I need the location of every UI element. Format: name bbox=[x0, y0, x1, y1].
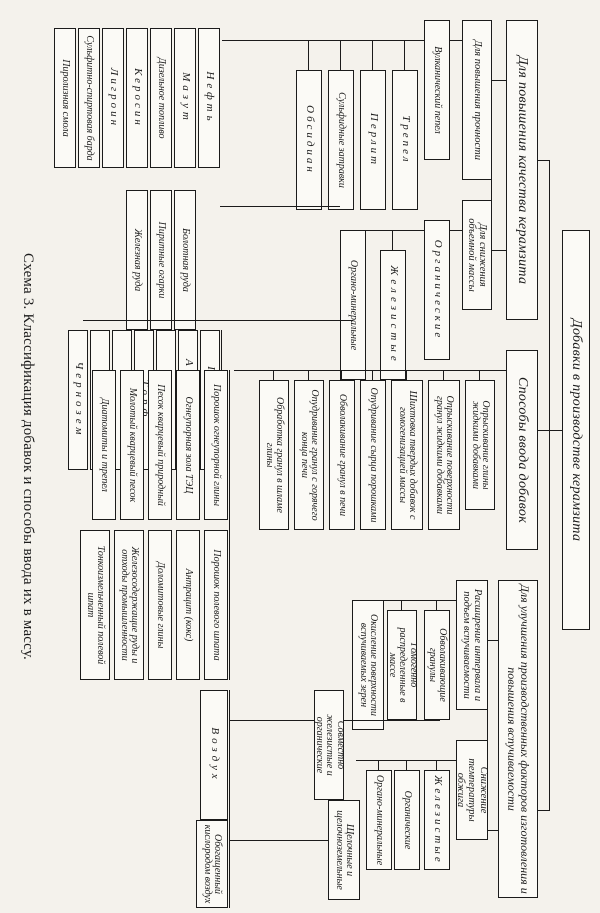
strength-sub: Сульфитно-спиртовая барда bbox=[78, 28, 100, 168]
group-quality: Для повышения качества керамзита bbox=[506, 20, 538, 320]
method-item: Опудривание гранул с горячего конца печи bbox=[294, 380, 324, 530]
strength-item: Перлит bbox=[360, 70, 386, 210]
volume-organic: Органические bbox=[424, 220, 450, 360]
interval-item: Обволакивающие гранулы bbox=[424, 610, 450, 720]
interval-sub: Антрацит (кокс) bbox=[176, 530, 200, 680]
ferrous-sub: Пиритные огарки bbox=[150, 190, 172, 330]
strength-sub: Керосин bbox=[126, 28, 148, 168]
strength-sub: Лигроин bbox=[102, 28, 124, 168]
root-box: Добавки в производстве керамзита bbox=[562, 230, 590, 630]
method-item: Опрыскивание глины жидкими добавками bbox=[465, 380, 495, 510]
interval-sub: Диатомиты и трепел bbox=[92, 370, 116, 520]
interval-sub: Огнеупорная зола ТЭЦ bbox=[176, 370, 200, 520]
temp-item: Органические bbox=[394, 770, 420, 870]
quality-strength: Для повышения прочности bbox=[462, 20, 492, 180]
strength-item: Трепел bbox=[392, 70, 418, 210]
interval-sub: Порошок огнеупорной глины bbox=[204, 370, 228, 520]
production-temp: Снижение температуры обжига bbox=[456, 740, 488, 840]
production-interval: Расширение интервала и подъем вспучиваем… bbox=[456, 580, 488, 710]
interval-item: Гомогенно распределенные в массе bbox=[387, 610, 417, 720]
method-item: Обволакивание гранул в печи bbox=[329, 380, 355, 530]
strength-item: Сульфидные затравки bbox=[328, 70, 354, 210]
group-methods: Способы ввода добавок bbox=[506, 350, 538, 550]
interval-sub: Железосодержащие руды и отходы промышлен… bbox=[114, 530, 144, 680]
interval-sub: Молотый кварцевый песок bbox=[120, 370, 144, 520]
interval-sub: Тонкоизмельченный полевой шпат bbox=[80, 530, 110, 680]
quality-volume: Для снижения объемной массы bbox=[462, 200, 492, 310]
method-item: Опудривание сырца порошками bbox=[360, 380, 386, 530]
temp-item: Железистые bbox=[424, 770, 450, 870]
volume-orgmin: Органо-минеральные bbox=[340, 230, 366, 380]
strength-item: Обсидиан bbox=[296, 70, 322, 210]
strength-item: Вулканический пепел bbox=[424, 20, 450, 160]
group-production: Для улучшения производственных факторов … bbox=[498, 580, 538, 898]
method-item: Обработка гранул в шламе глины bbox=[259, 380, 289, 530]
method-item: Опрыскивание поверхности гранул жидкими … bbox=[428, 380, 460, 530]
strength-sub: Нефть bbox=[198, 28, 220, 168]
strength-sub: Мазут bbox=[174, 28, 196, 168]
interval-sub: Песок кварцевый природный bbox=[148, 370, 172, 520]
interval-sub: Порошок полевого шпата bbox=[204, 530, 228, 680]
interval-sub: Доломитовые глины bbox=[148, 530, 172, 680]
caption: Схема 3. Классификация добавок и способы… bbox=[20, 253, 36, 660]
strength-sub: Пиролизная смола bbox=[54, 28, 76, 168]
ferrous-sub: Железная руда bbox=[126, 190, 148, 330]
ferrous-sub: Болотная руда bbox=[174, 190, 196, 330]
interval-item: Окисление поверхности вспучиваемых зерен bbox=[352, 600, 384, 730]
volume-ferrous: Железистые bbox=[380, 250, 406, 380]
temp-sub: Обогащенный кислородом воздух bbox=[196, 820, 228, 908]
temp-item: Органо-минеральные bbox=[366, 770, 392, 870]
temp-sub: Воздух bbox=[200, 690, 228, 820]
temp-item: Щелочные и щелочноземельные bbox=[328, 800, 360, 900]
method-item: Шихтовка твердых добавок с гомогенизацие… bbox=[391, 380, 423, 530]
strength-sub: Дизельное топливо bbox=[150, 28, 172, 168]
orgmin-sub: Чернозем bbox=[68, 330, 88, 470]
temp-item: Совместно железистые и органические bbox=[314, 690, 344, 800]
